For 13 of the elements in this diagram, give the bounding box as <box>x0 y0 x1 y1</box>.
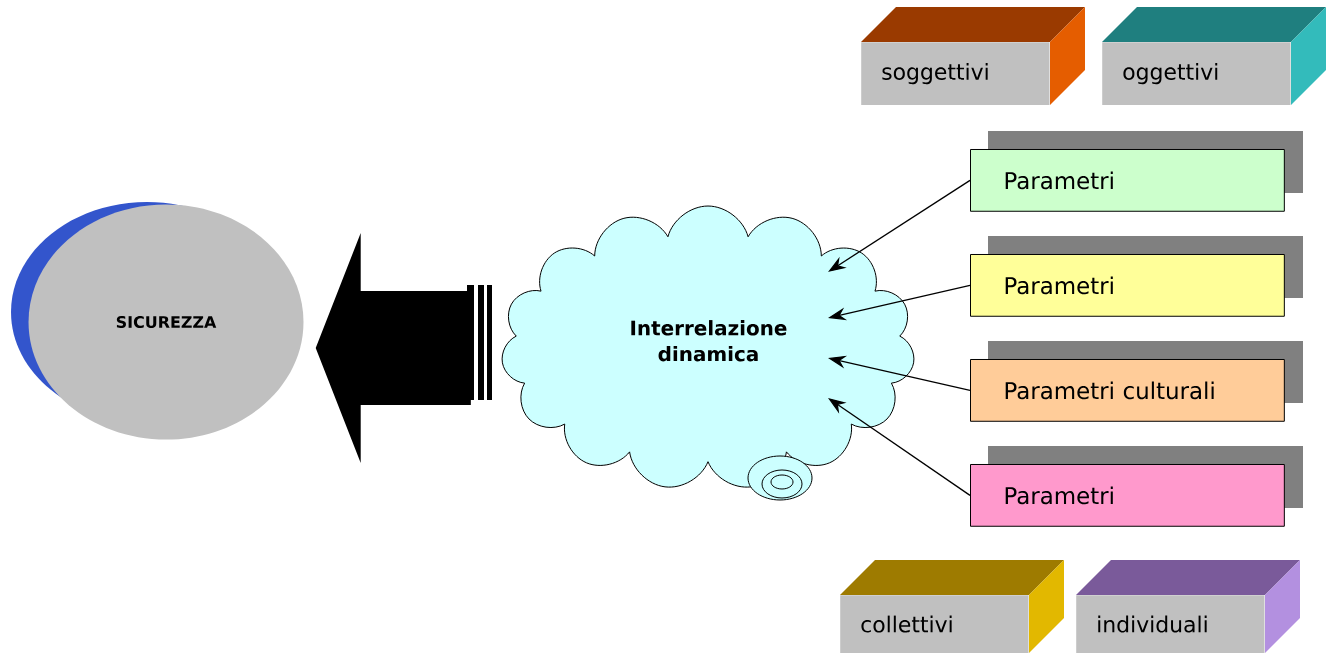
ellipse-node: SICUREZZA <box>11 202 304 440</box>
parameter-box: Parametri <box>970 446 1303 527</box>
arrow <box>828 398 971 497</box>
parameter-box: Parametri culturali <box>970 341 1303 422</box>
parameter-box: Parametri <box>970 236 1303 317</box>
block-arrow <box>315 233 492 463</box>
cube-box: oggettivi <box>1102 7 1326 105</box>
cube-box: collettivi <box>840 560 1064 653</box>
parameter-box: Parametri <box>970 131 1303 212</box>
arrow <box>828 179 971 272</box>
cloud-node: Interrelazione dinamica <box>501 205 915 501</box>
cube-box: individuali <box>1076 560 1300 653</box>
cube-box: soggettivi <box>861 7 1085 105</box>
